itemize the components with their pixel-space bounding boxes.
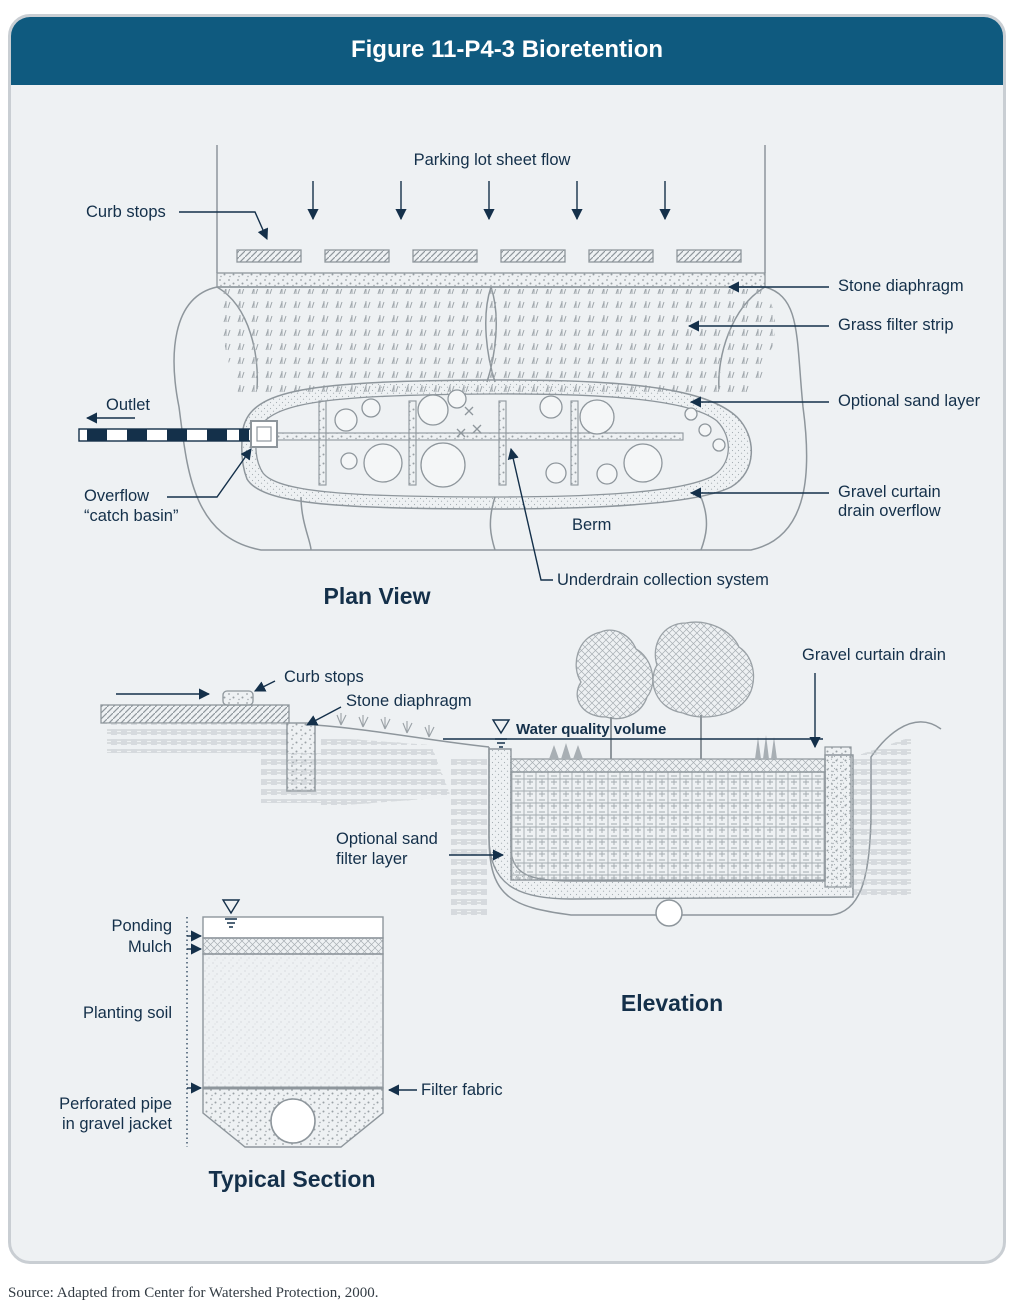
planting-soil-elev [510, 771, 826, 881]
grass-tufts-elev [336, 713, 435, 738]
stone-diaphragm-label: Stone diaphragm [838, 277, 964, 295]
overflow-leader [167, 448, 252, 498]
trees-elev [575, 621, 755, 720]
grass-slope [314, 724, 490, 748]
berm-outline [173, 286, 808, 551]
gravel-curtain-label-2: drain overflow [838, 502, 941, 520]
ponding-symbol [221, 899, 241, 915]
parking-flow-label: Parking lot sheet flow [414, 151, 571, 169]
figure-panel: Figure 11-P4-3 Bioretention [8, 14, 1006, 1264]
grass-filter-label: Grass filter strip [838, 316, 954, 334]
optional-sand-elev-label-2: filter layer [336, 850, 408, 868]
berm-label: Berm [572, 516, 611, 534]
curb-stops-elev-label: Curb stops [284, 668, 364, 686]
elevation-view: Water quality volume Curb stops Stone di… [100, 621, 946, 1016]
sheet-flow-arrows [307, 181, 671, 221]
bioretention-area-plan [255, 393, 729, 498]
optional-sand-elev-label-1: Optional sand [336, 830, 438, 848]
bioretention-diagram: Parking lot sheet flow Curb stops Stone … [59, 145, 981, 1192]
water-level-symbol [491, 719, 511, 735]
elevation-title: Elevation [621, 990, 723, 1016]
plan-view: Parking lot sheet flow Curb stops Stone … [78, 145, 981, 609]
plan-view-title: Plan View [324, 583, 431, 609]
catch-basin-label: “catch basin” [84, 507, 178, 525]
gravel-curtain-elev-label: Gravel curtain drain [802, 646, 946, 664]
optional-sand-label: Optional sand layer [838, 392, 981, 410]
stone-diaphragm-elev-leader [306, 706, 342, 726]
gravel-curtain-elev [824, 746, 852, 888]
ponding-label: Ponding [111, 917, 172, 935]
grass-filter-strip-plan [220, 289, 775, 395]
basin-outline [488, 721, 942, 916]
curb-stop-elev [222, 690, 254, 706]
mulch-elev [510, 758, 826, 773]
figure-title: Figure 11-P4-3 Bioretention [11, 17, 1003, 85]
mulch-label: Mulch [128, 938, 172, 956]
curb-stops-label: Curb stops [86, 203, 166, 221]
underdrain-label: Underdrain collection system [557, 571, 769, 589]
plantings-plan [334, 389, 726, 488]
perforated-pipe-label-1: Perforated pipe [59, 1095, 172, 1113]
gravel-curtain-label-1: Gravel curtain [838, 483, 941, 501]
water-quality-label: Water quality volume [516, 721, 666, 738]
stone-diaphragm-plan [216, 272, 766, 288]
filter-fabric-label: Filter fabric [421, 1081, 503, 1099]
shrubs-elev [549, 735, 777, 759]
planting-soil-label: Planting soil [83, 1004, 172, 1022]
curb-stops-leader [179, 211, 269, 241]
parking-lot-edge [216, 145, 766, 273]
curb-stop-elev-leader [253, 680, 276, 692]
perforated-pipe-label-2: in gravel jacket [62, 1115, 172, 1133]
overflow-label: Overflow [84, 487, 149, 505]
underdrain-pipe-elev [655, 899, 683, 927]
typical-section: Ponding Mulch Planting soil Filter fabri… [59, 899, 503, 1192]
stone-diaphragm-elev-label: Stone diaphragm [346, 692, 472, 710]
underdrain-leader [507, 447, 553, 581]
source-note: Source: Adapted from Center for Watershe… [8, 1285, 379, 1301]
curb-stops-plan [236, 249, 742, 263]
pavement [100, 704, 290, 724]
planting-soil-layer [202, 953, 384, 1089]
typical-section-title: Typical Section [208, 1166, 375, 1192]
perforated-pipe [270, 1098, 316, 1144]
tree-trunks [610, 715, 702, 759]
mulch-layer [202, 937, 384, 955]
outlet-label: Outlet [106, 396, 150, 414]
catch-basin-plan [250, 420, 278, 448]
outlet-pipe-bands [87, 429, 249, 441]
subgrade-left [107, 723, 287, 753]
